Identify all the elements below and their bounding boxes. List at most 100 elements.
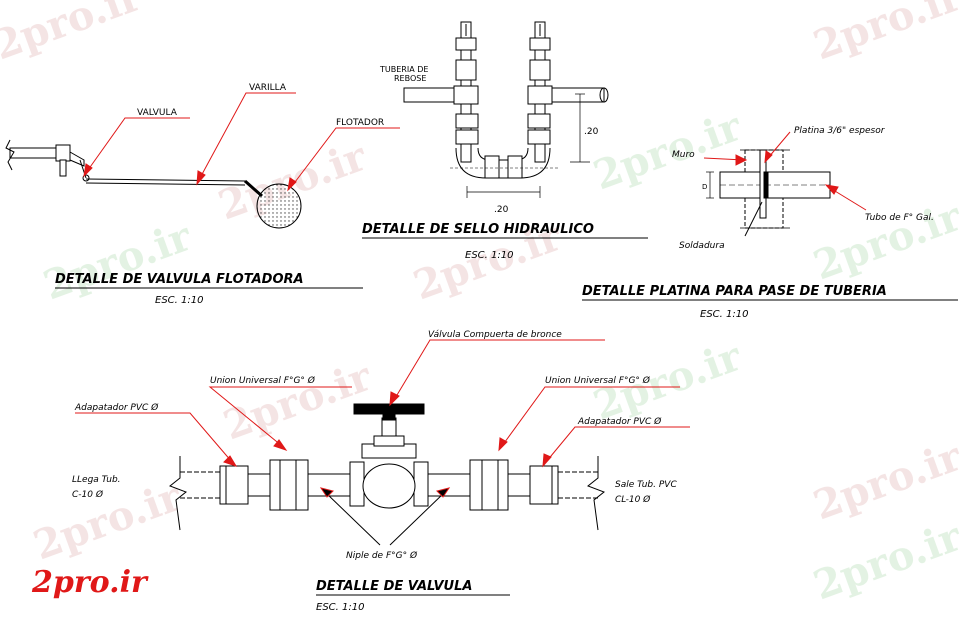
float-valve-detail bbox=[5, 139, 302, 229]
label-union-right: Union Universal F°G° Ø bbox=[545, 375, 651, 386]
title-float-valve: DETALLE DE VALVULA FLOTADORA bbox=[55, 272, 304, 287]
float-ball bbox=[256, 183, 302, 229]
u-bend-inner bbox=[477, 147, 529, 161]
leader-adapter-left bbox=[75, 412, 233, 463]
arrow-head bbox=[287, 177, 297, 192]
watermark: 2pro.ir bbox=[27, 473, 188, 570]
valve-end bbox=[413, 461, 429, 507]
nipple bbox=[427, 473, 471, 497]
fitting bbox=[455, 37, 477, 51]
watermarks: 2pro.ir 2pro.ir 2pro.ir 2pro.ir 2pro.ir … bbox=[0, 0, 968, 609]
bend-fitting bbox=[484, 155, 500, 179]
plate-labels: Platina 3/6" espesor Muro Tubo de F° Gal… bbox=[582, 126, 958, 320]
leader-platina bbox=[767, 131, 791, 159]
scale-hydraulic-seal: ESC. 1:10 bbox=[465, 250, 513, 261]
label-sale-1: Sale Tub. PVC bbox=[615, 480, 677, 490]
plate-leaders bbox=[703, 131, 867, 237]
scale-plate: ESC. 1:10 bbox=[700, 309, 748, 320]
scale-float-valve: ESC. 1:10 bbox=[155, 295, 203, 306]
fitting bbox=[455, 129, 479, 145]
title-hydraulic-seal: DETALLE DE SELLO HIDRAULICO bbox=[362, 222, 594, 237]
rod bbox=[85, 178, 246, 182]
valve-body bbox=[55, 144, 71, 162]
rod-angled bbox=[244, 179, 263, 198]
label-sale-2: CL-10 Ø bbox=[615, 494, 651, 505]
leader-compuerta bbox=[393, 339, 605, 401]
valve-nozzle bbox=[59, 159, 67, 177]
valve-arm bbox=[69, 151, 85, 167]
label-tuberia-1: TUBERIA DE bbox=[379, 65, 428, 74]
hydraulic-seal-detail bbox=[403, 21, 609, 198]
dim-horizontal: .20 bbox=[494, 205, 509, 215]
fitting bbox=[529, 37, 551, 51]
arrow-head bbox=[542, 453, 552, 468]
break-line bbox=[5, 139, 15, 171]
fitting bbox=[455, 113, 479, 129]
nipple bbox=[507, 473, 531, 497]
label-d: D bbox=[702, 183, 707, 191]
arrow-head bbox=[83, 163, 93, 178]
label-tubo: Tubo de F° Gal. bbox=[865, 213, 934, 223]
handwheel-hub bbox=[382, 411, 396, 421]
break-line bbox=[587, 456, 605, 531]
label-niple: Niple de F°G° Ø bbox=[346, 550, 418, 561]
label-flotador: FLOTADOR bbox=[336, 118, 384, 128]
arrow-head bbox=[273, 439, 288, 451]
tee bbox=[453, 85, 479, 105]
arrow-head bbox=[223, 455, 238, 467]
hydraulic-seal-labels: TUBERIA DE REBOSE .20 .20 DETALLE DE SEL… bbox=[362, 65, 648, 261]
weld bbox=[763, 171, 769, 199]
valve-body bbox=[362, 463, 416, 509]
float-valve-leaders bbox=[83, 92, 400, 192]
label-union-left: Union Universal F°G° Ø bbox=[210, 375, 316, 386]
label-adapter-right: Adapatador PVC Ø bbox=[577, 416, 662, 427]
valve-stem bbox=[381, 417, 397, 437]
bend-fitting bbox=[507, 155, 523, 179]
watermark: 2pro.ir bbox=[807, 193, 968, 290]
leader-niple bbox=[324, 491, 381, 546]
break-line bbox=[169, 456, 187, 531]
leader-flotador bbox=[291, 127, 400, 187]
leader-union-right bbox=[501, 386, 680, 447]
leader-adapter-right bbox=[545, 426, 690, 463]
site-logo: 2pro.ir bbox=[31, 565, 149, 600]
label-compuerta: Válvula Compuerta de bronce bbox=[428, 330, 562, 340]
fitting bbox=[529, 59, 551, 81]
label-llega-2: C-10 Ø bbox=[72, 489, 104, 500]
adapter-right bbox=[529, 465, 559, 505]
scale-valve: ESC. 1:10 bbox=[316, 602, 364, 613]
union-right bbox=[469, 459, 509, 511]
arrow-head bbox=[196, 170, 206, 186]
label-soldadura: Soldadura bbox=[679, 241, 725, 251]
fitting bbox=[527, 129, 551, 145]
title-plate: DETALLE PLATINA PARA PASE DE TUBERIA bbox=[582, 284, 887, 299]
label-platina: Platina 3/6" espesor bbox=[794, 126, 886, 136]
fitting bbox=[527, 113, 551, 129]
label-muro: Muro bbox=[672, 150, 695, 160]
dim-vertical: .20 bbox=[584, 127, 599, 137]
leader-soldadura bbox=[744, 201, 763, 237]
valve-neck bbox=[373, 435, 405, 447]
watermark: 2pro.ir bbox=[807, 0, 968, 69]
outlet-pipe bbox=[551, 87, 605, 103]
leader-niple bbox=[389, 491, 446, 546]
nipple bbox=[247, 473, 271, 497]
leader-valvula bbox=[87, 117, 190, 171]
float-valve-labels: VALVULA VARILLA FLOTADOR DETALLE DE VALV… bbox=[55, 83, 384, 306]
label-varilla: VARILLA bbox=[249, 83, 287, 93]
label-tuberia-2: REBOSE bbox=[394, 74, 426, 83]
overflow-pipe bbox=[403, 87, 457, 103]
valve-labels: Válvula Compuerta de bronce Union Univer… bbox=[72, 330, 677, 613]
u-bend bbox=[455, 147, 551, 179]
valve-end bbox=[349, 461, 365, 507]
arrow-head bbox=[498, 437, 508, 452]
rod bbox=[85, 182, 246, 186]
arrow-head bbox=[389, 391, 400, 407]
arrow-head bbox=[735, 154, 748, 166]
arrow-head bbox=[824, 184, 839, 195]
tee bbox=[527, 85, 553, 105]
watermark: 2pro.ir bbox=[807, 513, 968, 610]
label-adapter-left: Adapatador PVC Ø bbox=[74, 402, 159, 413]
valve-leaders bbox=[75, 339, 690, 546]
